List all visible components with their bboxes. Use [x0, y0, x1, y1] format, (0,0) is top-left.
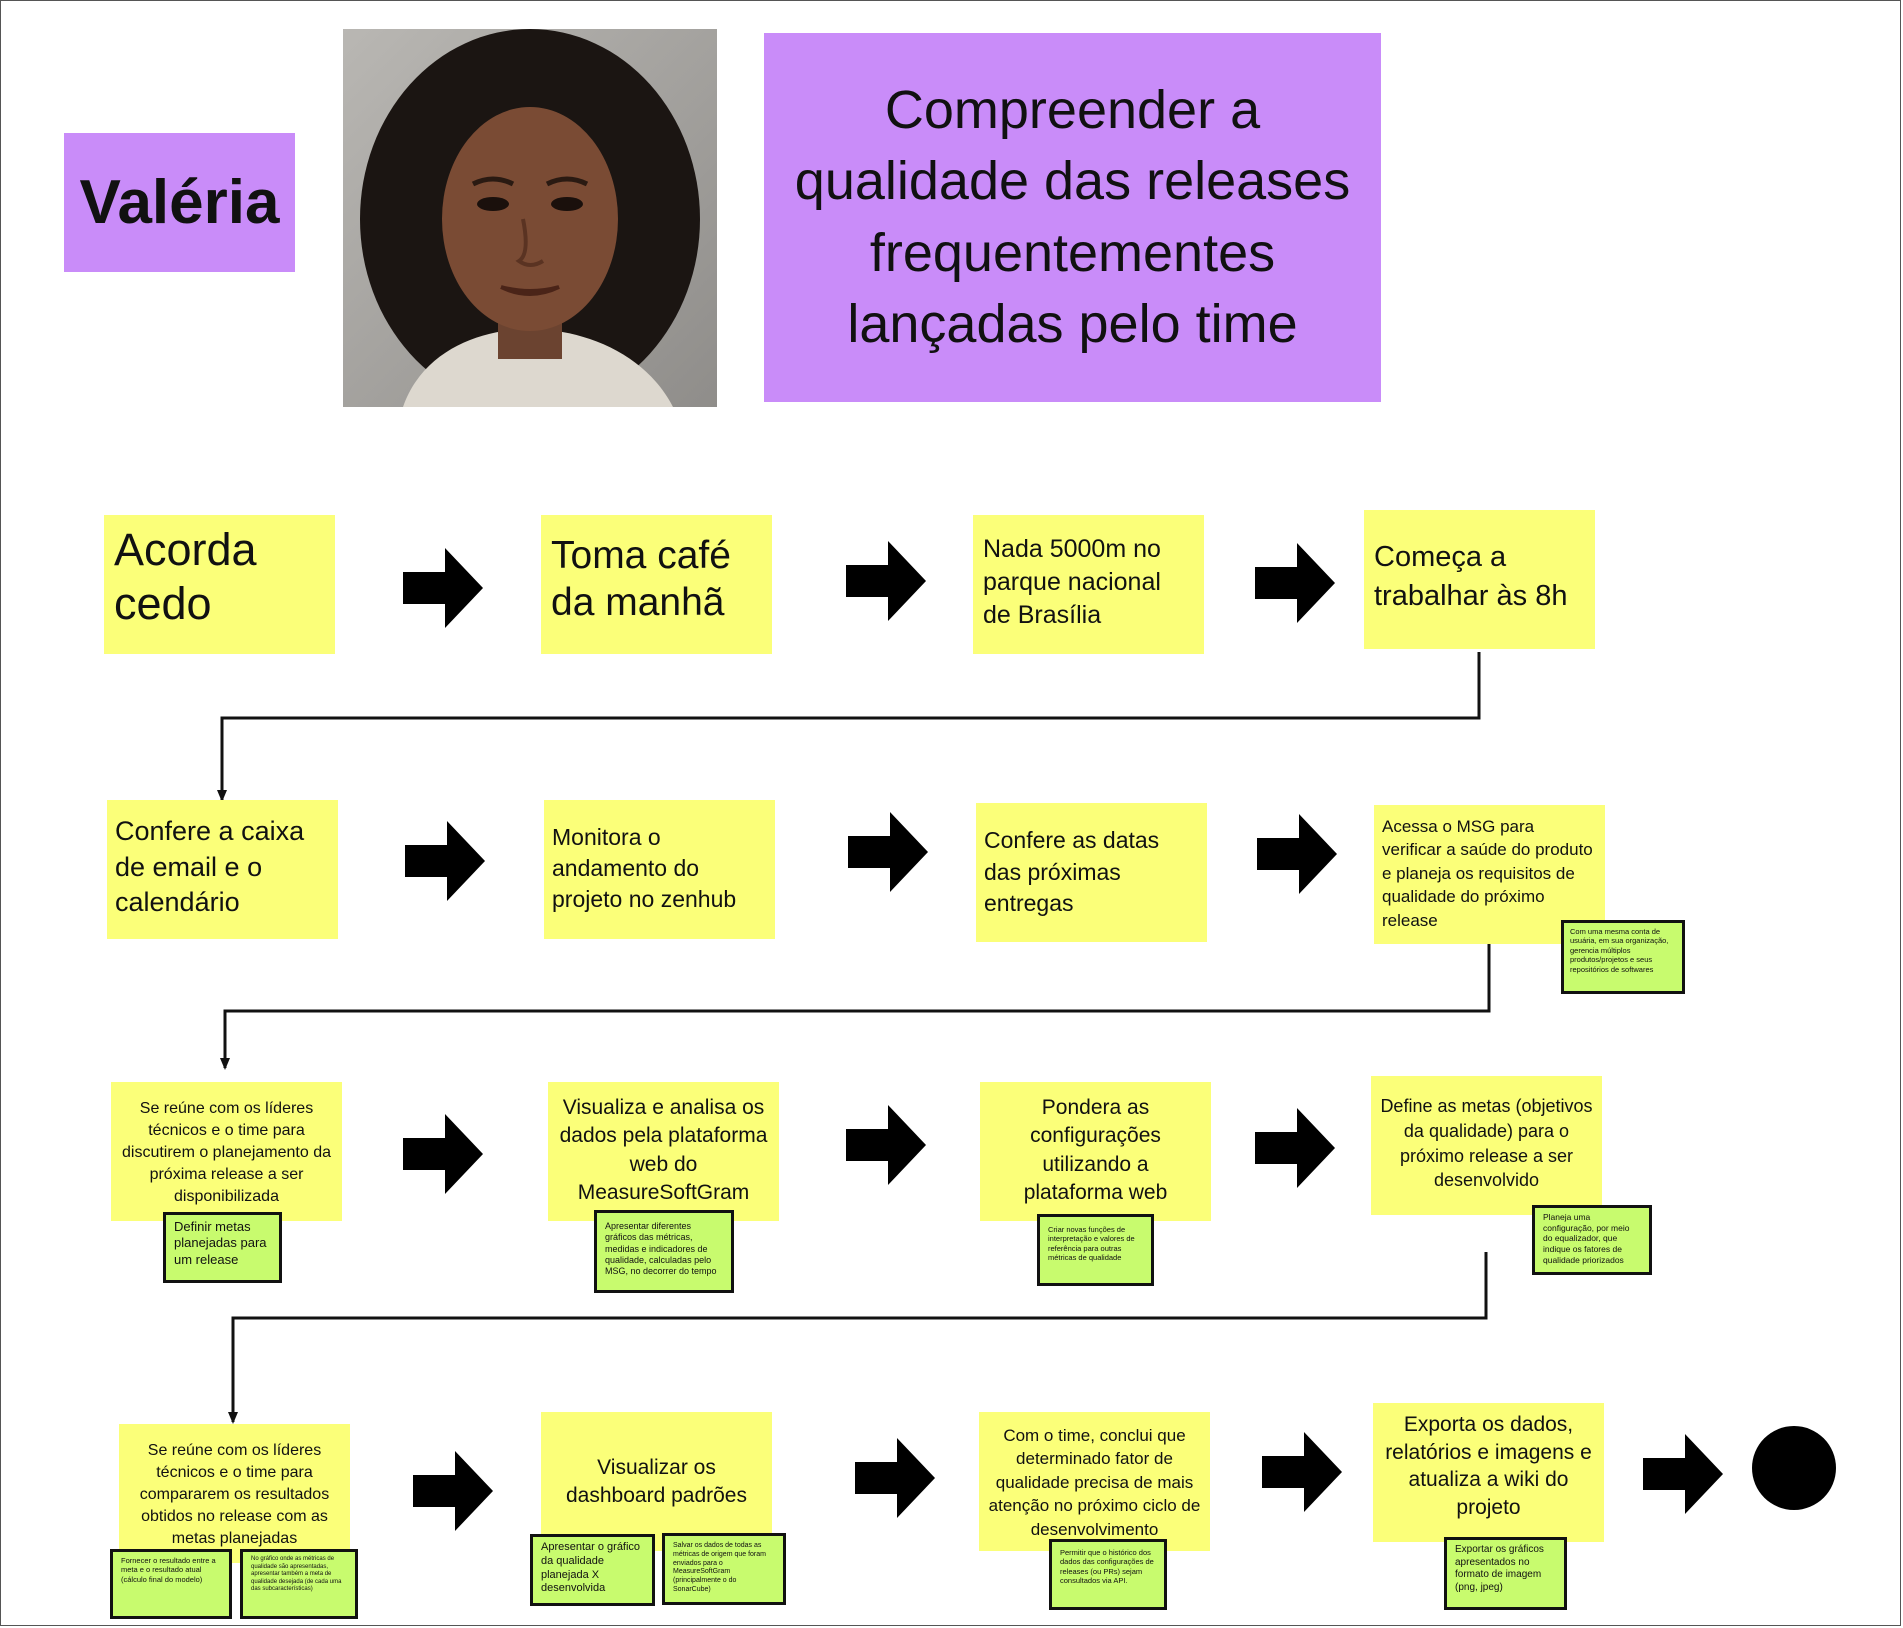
- step-text: Confere as datas das próximas entregas: [984, 827, 1160, 917]
- step-card: Pondera as configurações utilizando a pl…: [980, 1082, 1211, 1221]
- note-card: Definir metas planejadas para um release: [163, 1212, 282, 1283]
- right-arrow-icon: [1643, 1434, 1723, 1514]
- step-card: Toma café da manhã: [541, 515, 772, 654]
- step-text: Toma café da manhã: [551, 534, 731, 624]
- note-card: Com uma mesma conta de usuária, em sua o…: [1561, 920, 1685, 994]
- step-text: Começa a trabalhar às 8h: [1374, 541, 1568, 613]
- note-text: Fornecer o resultado entre a meta e o re…: [121, 1556, 216, 1584]
- note-text: Apresentar diferentes gráficos das métri…: [605, 1221, 717, 1276]
- right-arrow-icon: [848, 812, 928, 892]
- connector-row2-row3: [220, 942, 1491, 1070]
- note-card: Planeja uma configuração, por meio do eq…: [1532, 1205, 1652, 1275]
- step-card: Acorda cedo: [104, 515, 335, 654]
- step-text: Visualizar os dashboard padrões: [566, 1456, 747, 1508]
- right-arrow-icon: [1257, 814, 1337, 894]
- right-arrow-icon: [1262, 1432, 1342, 1512]
- step-text: Pondera as configurações utilizando a pl…: [1023, 1096, 1168, 1205]
- step-card: Exporta os dados, relatórios e imagens e…: [1373, 1403, 1604, 1542]
- right-arrow-icon: [846, 1105, 926, 1185]
- note-card: Salvar os dados de todas as métricas de …: [662, 1533, 786, 1605]
- note-card: No gráfico onde as métricas de qualidade…: [240, 1549, 358, 1619]
- note-card: Criar novas funções de interpretação e v…: [1037, 1214, 1154, 1286]
- note-card: Apresentar o gráfico da qualidade planej…: [530, 1534, 655, 1606]
- note-card: Fornecer o resultado entre a meta e o re…: [110, 1549, 232, 1619]
- right-arrow-icon: [403, 1114, 483, 1194]
- note-card: Apresentar diferentes gráficos das métri…: [594, 1210, 734, 1293]
- end-point-icon: [1752, 1426, 1836, 1510]
- right-arrow-icon: [846, 541, 926, 621]
- note-text: No gráfico onde as métricas de qualidade…: [251, 1556, 342, 1592]
- step-text: Exporta os dados, relatórios e imagens e…: [1385, 1413, 1592, 1520]
- step-text: Confere a caixa de email e o calendário: [115, 816, 305, 918]
- note-text: Criar novas funções de interpretação e v…: [1048, 1225, 1135, 1263]
- step-card: Se reúne com os líderes técnicos e o tim…: [119, 1424, 350, 1563]
- note-card: Permitir que o histórico dos dados das c…: [1049, 1539, 1167, 1610]
- note-card: Exportar os gráficos apresentados no for…: [1444, 1537, 1567, 1610]
- persona-name: Valéria: [79, 168, 280, 237]
- note-text: Exportar os gráficos apresentados no for…: [1455, 1544, 1544, 1593]
- step-text: Nada 5000m no parque nacional de Brasíli…: [983, 535, 1161, 629]
- right-arrow-icon: [1255, 1108, 1335, 1188]
- persona-photo: [343, 29, 717, 407]
- connector-row1-row2: [217, 652, 1481, 802]
- right-arrow-icon: [855, 1438, 935, 1518]
- right-arrow-icon: [413, 1451, 493, 1531]
- step-card: Monitora o andamento do projeto no zenhu…: [544, 800, 775, 939]
- connector-row3-row4: [228, 1252, 1488, 1424]
- step-card: Confere a caixa de email e o calendário: [107, 800, 338, 939]
- step-text: Define as metas (objetivos da qualidade)…: [1380, 1096, 1593, 1191]
- step-card: Visualiza e analisa os dados pela plataf…: [548, 1082, 779, 1221]
- step-card: Confere as datas das próximas entregas: [976, 803, 1207, 942]
- step-text: Monitora o andamento do projeto no zenhu…: [552, 824, 737, 913]
- step-card: Com o time, conclui que determinado fato…: [979, 1412, 1210, 1551]
- step-card: Define as metas (objetivos da qualidade)…: [1371, 1076, 1602, 1215]
- note-text: Apresentar o gráfico da qualidade planej…: [541, 1541, 641, 1595]
- step-card: Acessa o MSG para verificar a saúde do p…: [1374, 805, 1605, 944]
- note-text: Definir metas planejadas para um release: [174, 1219, 267, 1267]
- step-text: Com o time, conclui que determinado fato…: [988, 1426, 1201, 1539]
- step-card: Nada 5000m no parque nacional de Brasíli…: [973, 515, 1204, 654]
- persona-name-card: Valéria: [64, 133, 295, 272]
- step-card: Começa a trabalhar às 8h: [1364, 510, 1595, 649]
- right-arrow-icon: [405, 821, 485, 901]
- step-text: Se reúne com os líderes técnicos e o tim…: [139, 1442, 330, 1548]
- step-card: Visualizar os dashboard padrões: [541, 1412, 772, 1551]
- step-text: Acessa o MSG para verificar a saúde do p…: [1382, 817, 1593, 930]
- note-text: Permitir que o histórico dos dados das c…: [1060, 1548, 1154, 1586]
- note-text: Com uma mesma conta de usuária, em sua o…: [1570, 927, 1669, 974]
- note-text: Planeja uma configuração, por meio do eq…: [1543, 1212, 1630, 1265]
- step-card: Se reúne com os líderes técnicos e o tim…: [111, 1082, 342, 1221]
- note-text: Salvar os dados de todas as métricas de …: [673, 1542, 766, 1593]
- step-text: Se reúne com os líderes técnicos e o tim…: [121, 1100, 331, 1206]
- step-text: Visualiza e analisa os dados pela plataf…: [559, 1096, 768, 1205]
- right-arrow-icon: [1255, 543, 1335, 623]
- goal-text: Compreender a qualidade das releases fre…: [794, 79, 1351, 354]
- step-text: Acorda cedo: [114, 524, 257, 629]
- goal-card: Compreender a qualidade das releases fre…: [764, 33, 1381, 402]
- right-arrow-icon: [403, 548, 483, 628]
